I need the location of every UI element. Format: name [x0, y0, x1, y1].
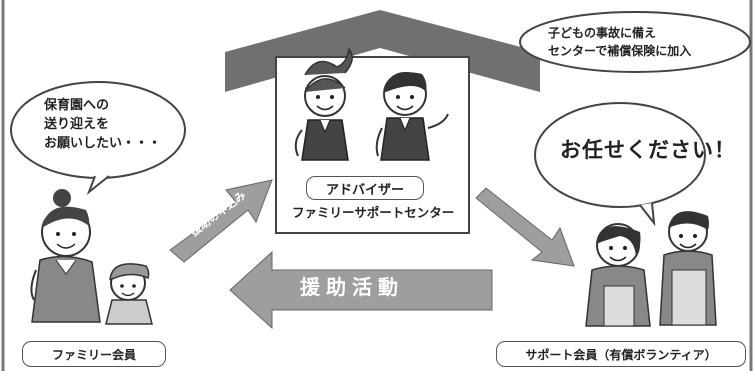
insurance-speech-bubble — [519, 11, 751, 73]
family-request-line1: 保育園への — [44, 98, 110, 113]
support-speech-bubble — [534, 102, 706, 208]
request-arrow — [475, 187, 575, 267]
insurance-text: 子どもの事故に備え センターで補償保険に加入 — [548, 24, 691, 60]
support-woman-icon — [585, 223, 651, 327]
support-member-label: サポート会員（有償ボランティア） — [496, 341, 746, 367]
support-man-icon — [659, 211, 717, 326]
family-member-label: ファミリー会員 — [22, 341, 166, 367]
child-icon — [105, 263, 153, 325]
insurance-line1: 子どもの事故に備え — [548, 26, 657, 40]
center-name: ファミリーサポートセンター — [292, 205, 455, 220]
family-request-line2: 送り迎えを — [44, 117, 110, 132]
advisor-woman-icon — [294, 47, 353, 161]
advisor-label: アドバイザー — [306, 176, 424, 200]
family-request-line3: お願いしたい・・・ — [44, 136, 162, 151]
family-request-text: 保育園への 送り迎えを お願いしたい・・・ — [44, 96, 161, 153]
support-reply-text: お任せください！ — [560, 138, 736, 162]
mother-icon — [30, 189, 101, 323]
activity-arrow — [229, 250, 493, 330]
house-roof — [225, 10, 540, 92]
apply-arrow — [169, 179, 273, 263]
insurance-line2: センターで補償保険に加入 — [548, 44, 692, 58]
advisor-man-icon — [375, 72, 449, 161]
activity-arrow-label: 援助活動 — [300, 275, 404, 299]
